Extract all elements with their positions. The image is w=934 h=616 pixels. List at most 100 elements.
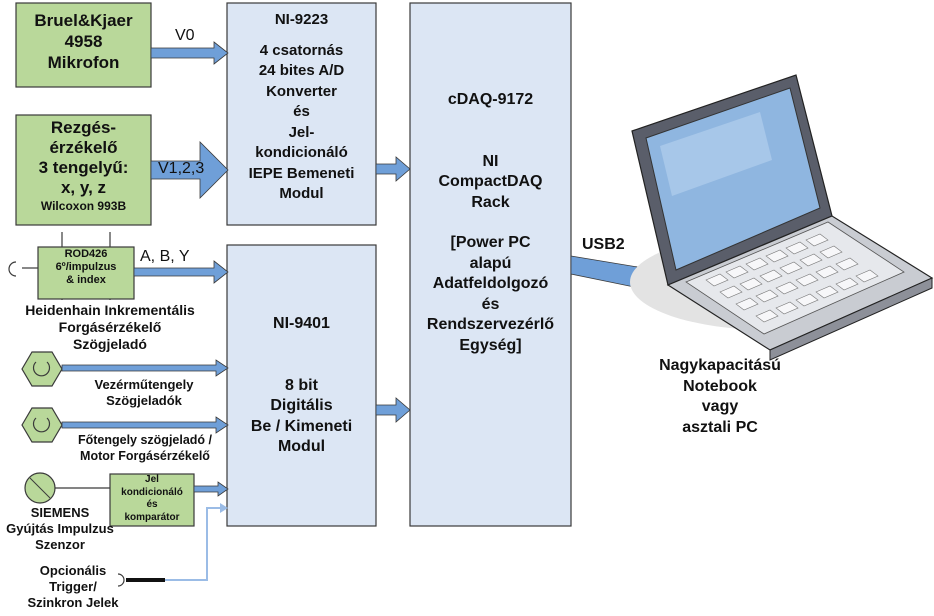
optional-line1: Opcionális [39,563,107,578]
laptop-icon [631,74,934,361]
optional-trigger-caption: Opcionális Trigger/ Szinkron Jelek [18,563,128,611]
encoder-label: ROD426 6º/impulzus & index [38,248,134,287]
cdaq-label: cDAQ-9172 NI CompactDAQ Rack [Power PC a… [410,90,571,356]
ni9401-line4: Modul [277,438,326,455]
cdaq-line5: alapú [469,254,512,272]
v123-label: V1,2,3 [158,160,205,177]
crankshaft-caption: Főtengely szögjeladó / Motor Forgásérzék… [62,432,228,464]
usb-label: USB2 [582,236,625,253]
laptop-screen-glare [660,112,772,196]
ni9223-line5: Jel- [288,123,315,141]
laptop-screen [645,87,821,271]
siemens-line2: Gyújtás Impulzus [6,521,114,536]
laptop-key [815,285,839,299]
microphone-line3: Mikrofon [47,53,120,72]
signal-cond-line3: és [146,499,158,510]
laptop-key [775,301,799,315]
cdaq-line9: Egység] [459,336,522,354]
encoder-line2: 6º/impulzus [55,261,117,273]
ni9223-to-cdaq-arrow [375,156,411,182]
laptop-keys [705,233,879,323]
laptop-key [735,297,759,311]
ni9223-line3: Konverter [266,82,337,100]
vibration-line3: 3 tengelyű: [38,158,129,177]
encoder-caption-line3: Szögjeladó [73,336,147,352]
laptop-key [775,281,799,295]
v0-label: V0 [175,27,195,44]
ni9401-label: NI-9401 8 bit Digitális Be / Kimeneti Mo… [227,314,376,458]
crankshaft-line2: Motor Forgásérzékelő [80,449,210,463]
aby-arrow [133,260,229,284]
ni9401-title: NI-9401 [273,315,330,332]
microphone-line1: Bruel&Kjaer [34,11,133,30]
ni9223-box [226,2,377,226]
cdaq-line3: Rack [471,193,510,211]
camshaft-arrow [61,359,229,377]
laptop-key [855,269,879,283]
encoder-caption: Heidenhain Inkrementális Forgásérzékelő … [0,302,220,353]
laptop-key [815,265,839,279]
pc-line4: asztali PC [682,418,758,436]
laptop-key [745,257,769,271]
vibration-line2: érzékelő [49,138,118,157]
pc-label: Nagykapacitású Notebook vagy asztali PC [640,356,800,438]
encoder-line3: & index [66,274,106,286]
cdaq-line1: NI [482,152,499,170]
laptop-key [835,277,859,291]
encoder-caption-line2: Forgásérzékelő [58,319,162,335]
laptop-key [799,253,823,267]
laptop-key [705,273,729,287]
vibration-sensor-label: Rezgés- érzékelő 3 tengelyű: x, y, z Wil… [16,118,151,214]
rotation-icon [8,261,17,277]
pc-line3: vagy [701,398,739,415]
microphone-line2: 4958 [64,32,103,51]
laptop-key [795,293,819,307]
siemens-sensor-diagonal [29,477,51,499]
signal-cond-line4: komparátor [124,511,180,523]
vibration-line1: Rezgés- [50,118,117,137]
trigger-connector-icon [117,573,125,587]
encoder-box [37,246,135,300]
laptop-key [795,273,819,287]
camshaft-hex-icon [21,351,63,387]
signal-conditioner-box [109,473,195,527]
siemens-line3: Szenzor [35,537,85,552]
ni9223-line7: IEPE Bemeneti [248,164,355,182]
ni9401-to-cdaq-arrow [375,397,411,423]
ni9401-line2: Digitális [270,397,333,414]
vibration-line4: x, y, z [60,178,107,197]
camshaft-line2: Szögjeladók [106,393,182,408]
crankshaft-line1: Főtengely szögjeladó / [77,433,213,447]
trigger-arrowhead [220,503,228,513]
encoder-line1: ROD426 [64,248,108,260]
encoder-caption-line1: Heidenhain Inkrementális [25,302,195,318]
signal-cond-line2: kondicionáló [121,486,183,498]
crankshaft-arrow [61,416,229,434]
crankshaft-hex-icon [21,407,63,443]
ni9223-line2: 24 bites A/D [258,62,345,79]
laptop-key [719,285,743,299]
conditioner-arrow [193,481,229,497]
cdaq-line8: Rendszervezérlő [426,316,555,333]
laptop-key [779,261,803,275]
laptop-key [755,309,779,323]
camshaft-line1: Vezérműtengely [94,377,194,392]
laptop-key [835,257,859,271]
microphone-box [15,2,152,88]
ni9223-line8: Modul [279,185,324,202]
ni9223-line4: és [293,103,310,120]
vibration-sensor-box [15,114,152,226]
microphone-label: Bruel&Kjaer 4958 Mikrofon [16,10,151,73]
ni9401-line1: 8 bit [285,376,318,394]
laptop-key [805,233,829,247]
siemens-line1: SIEMENS [30,505,90,520]
laptop-key [765,249,789,263]
cdaq-line2: CompactDAQ [438,173,543,190]
pc-line2: Notebook [683,377,757,395]
vibration-line5: Wilcoxon 993B [40,199,127,213]
siemens-caption: SIEMENS Gyújtás Impulzus Szenzor [0,505,120,553]
laptop-key [785,241,809,255]
ni9401-line3: Be / Kimeneti [250,417,353,435]
